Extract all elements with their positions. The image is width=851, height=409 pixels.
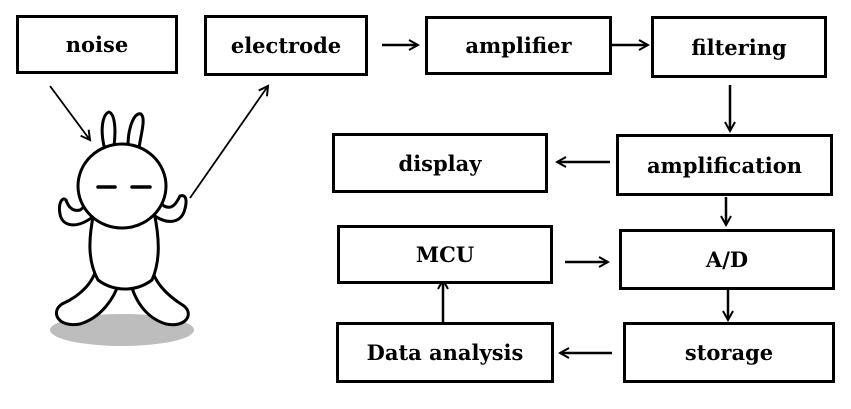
amplification-box: amplification	[616, 134, 833, 196]
storage-label: storage	[684, 340, 774, 365]
amplifier-box: amplifier	[425, 16, 612, 75]
mcu-box: MCU	[337, 225, 553, 284]
noise-label: noise	[65, 32, 129, 57]
amplifier-label: amplifier	[465, 33, 572, 58]
data-analysis-box: Data analysis	[336, 322, 554, 383]
electrode-label: electrode	[230, 33, 342, 58]
display-label: display	[398, 150, 482, 176]
storage-box: storage	[623, 322, 835, 383]
arrow-noise-to-character	[49, 85, 90, 140]
display-box: display	[332, 133, 548, 193]
noise-box: noise	[16, 15, 178, 74]
ad-label: A/D	[705, 247, 749, 272]
electrode-box: electrode	[204, 15, 368, 76]
amplification-label: amplification	[646, 152, 803, 178]
arrow-character-to-electrode	[189, 86, 268, 199]
ad-box: A/D	[619, 229, 835, 290]
mcu-label: MCU	[415, 242, 475, 267]
filtering-box: filtering	[651, 16, 827, 78]
cartoon-character-icon	[50, 110, 194, 346]
data-analysis-label: Data analysis	[366, 340, 524, 365]
filtering-label: filtering	[691, 34, 787, 60]
